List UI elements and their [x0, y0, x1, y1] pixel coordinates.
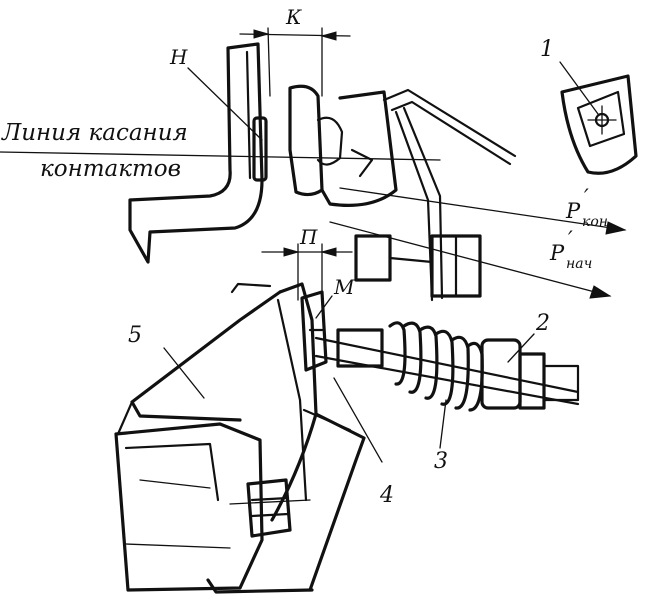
- label-p-kon: P ′ кон: [565, 185, 608, 230]
- fixed-contact-bracket: [128, 42, 264, 264]
- leader-lines: [163, 295, 535, 463]
- detail-part-1: [559, 61, 638, 175]
- force-vector-nach: [329, 221, 612, 299]
- label-k: К: [285, 5, 302, 29]
- contact-carrier: [116, 282, 366, 594]
- contact-pad-h: [252, 116, 268, 182]
- label-m: М: [333, 275, 355, 299]
- p-nach-sub: нач: [566, 256, 592, 272]
- lower-contact-pad: [300, 290, 328, 372]
- dimension-k: [239, 27, 351, 97]
- label-part-2: 2: [535, 311, 550, 336]
- p-kon-sub: кон: [582, 214, 608, 230]
- label-part-4: 4: [379, 483, 394, 508]
- label-part-1: 1: [540, 37, 554, 62]
- leader-h: [187, 67, 263, 141]
- contact-line: [0, 151, 441, 161]
- label-part-3: 3: [434, 449, 448, 474]
- contact-spring-wire: [382, 88, 517, 302]
- label-p-nach: P ′ нач: [549, 227, 592, 272]
- p-nach-prime: ′: [568, 227, 573, 251]
- p-nach-main: P: [549, 241, 565, 265]
- force-vector-kon: [339, 187, 627, 235]
- upper-moving-contact: [288, 84, 398, 207]
- spring-assembly: [314, 321, 580, 412]
- dimension-p: [261, 243, 353, 301]
- p-kon-prime: ′: [584, 185, 589, 209]
- upper-nut: [354, 234, 482, 298]
- label-h: Н: [169, 45, 188, 69]
- p-kon-main: P: [565, 199, 581, 223]
- label-p: П: [299, 225, 318, 249]
- base-block: [114, 422, 264, 592]
- contact-line-label-1: Линия касания: [1, 120, 188, 146]
- label-part-5: 5: [128, 323, 142, 348]
- contact-line-label-2: контактов: [40, 156, 181, 182]
- carrier-nut: [229, 478, 311, 538]
